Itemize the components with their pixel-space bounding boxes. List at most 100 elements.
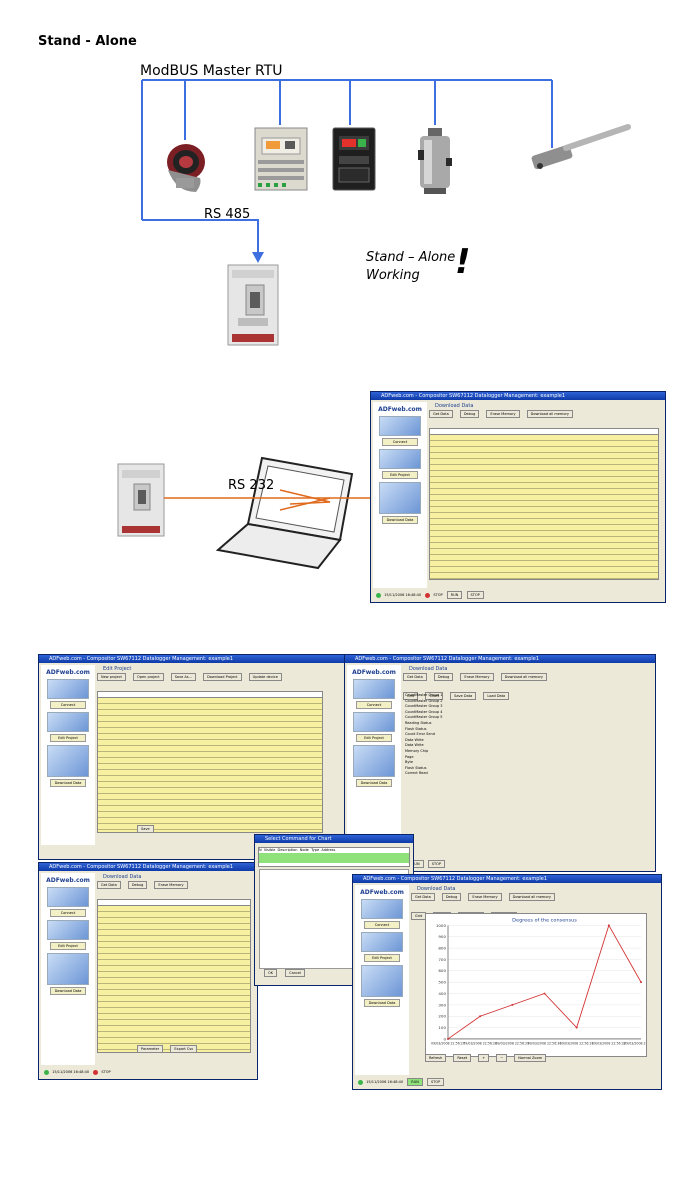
stop-button[interactable]: STOP bbox=[427, 860, 445, 868]
get-data-button[interactable]: Get Data bbox=[97, 881, 121, 889]
debug-item: Flash Status bbox=[405, 765, 427, 770]
debug-button[interactable]: Debug bbox=[459, 410, 480, 418]
main-panel: Edit Project New project Open project Sa… bbox=[97, 665, 343, 845]
edit-project-button[interactable]: Edit Project bbox=[50, 734, 86, 742]
debug-button[interactable]: Debug bbox=[433, 673, 454, 681]
edit-project-window: ADFweb.com - Compositor SW67112 Datalogg… bbox=[38, 654, 346, 860]
main-panel: Download Data Get Data Debug Erase Memor… bbox=[97, 873, 255, 1065]
debug-item: CountMaster Group 4 bbox=[405, 709, 443, 714]
panel-title: Edit Project bbox=[103, 666, 132, 672]
connect-button[interactable]: Connect bbox=[50, 909, 86, 917]
run-led-icon bbox=[44, 1069, 49, 1075]
debug-info-list: CountMaster Group 1 CountMaster Group 2 … bbox=[405, 693, 442, 777]
connect-button[interactable]: Connect bbox=[364, 921, 400, 929]
get-data-button[interactable]: Get Data bbox=[429, 410, 453, 418]
download-data-window: ADFweb.com - Compositor SW67112 Datalogg… bbox=[370, 391, 666, 603]
connect-illustration bbox=[47, 887, 89, 907]
edit-project-button[interactable]: Edit Project bbox=[356, 734, 392, 742]
rs232-diagram bbox=[117, 456, 442, 570]
reset-button[interactable]: Reset bbox=[453, 1054, 472, 1062]
connect-illustration bbox=[361, 899, 403, 919]
normal-zoom-button[interactable]: Normal Zoom bbox=[514, 1054, 547, 1062]
y-tick-label: 300 bbox=[438, 1002, 446, 1007]
exclamation-mark: ! bbox=[455, 242, 471, 282]
erase-memory-button[interactable]: Erase Memory bbox=[468, 893, 502, 901]
table-row[interactable] bbox=[259, 858, 409, 863]
download-data-button[interactable]: Download Data bbox=[364, 999, 400, 1007]
edit-project-button[interactable]: Edit Project bbox=[50, 942, 86, 950]
download-all-checkbox[interactable]: Download all memory bbox=[526, 410, 573, 418]
parameter-button[interactable]: Parameter bbox=[137, 1045, 164, 1053]
download-all-checkbox[interactable]: Download all memory bbox=[508, 893, 555, 901]
chart-title: Degrees of the consensus bbox=[512, 918, 577, 924]
stop-led-icon bbox=[93, 1069, 99, 1075]
status-bar: 15/11/2006 16:48:40 STOP bbox=[41, 1067, 255, 1077]
command-grid[interactable] bbox=[97, 691, 323, 833]
y-tick-label: 400 bbox=[438, 991, 446, 996]
download-data-button[interactable]: Download Data bbox=[50, 779, 86, 787]
connect-illustration bbox=[353, 679, 395, 699]
edit-project-button[interactable]: Edit Project bbox=[382, 471, 418, 479]
command-table[interactable]: N Visible Description Node Type Address bbox=[258, 847, 410, 867]
debug-item: Reading Status bbox=[405, 720, 432, 725]
x-tick-label: 09/03/2008 22:56:32 bbox=[592, 1042, 626, 1046]
grid-button[interactable]: Grid bbox=[403, 692, 419, 700]
download-data-button[interactable]: Download Data bbox=[50, 987, 86, 995]
zoom-in-icon[interactable]: + bbox=[478, 1054, 490, 1062]
connect-button[interactable]: Connect bbox=[50, 701, 86, 709]
edit-project-button[interactable]: Edit Project bbox=[364, 954, 400, 962]
data-point bbox=[511, 1003, 514, 1006]
save-as-button[interactable]: Save As... bbox=[170, 673, 196, 681]
stop-button[interactable]: STOP bbox=[427, 1078, 445, 1086]
connect-button[interactable]: Connect bbox=[356, 701, 392, 709]
panel-title: Download Data bbox=[417, 886, 456, 892]
download-all-checkbox[interactable]: Download all memory bbox=[500, 673, 547, 681]
adfweb-logo: ADFweb.com bbox=[46, 877, 90, 884]
new-project-button[interactable]: New project bbox=[97, 673, 126, 681]
x-tick-label: 09/03/2008 22:56:30 bbox=[528, 1042, 562, 1046]
connect-button[interactable]: Connect bbox=[382, 438, 418, 446]
debug-button[interactable]: Debug bbox=[127, 881, 148, 889]
stand-alone-line1: Stand – Alone bbox=[366, 250, 456, 265]
download-project-button[interactable]: Download Project bbox=[203, 673, 242, 681]
debug-button[interactable]: Debug bbox=[441, 893, 462, 901]
plc-module-device bbox=[254, 127, 308, 191]
update-device-button[interactable]: Update device bbox=[248, 673, 282, 681]
save-button[interactable]: Save bbox=[137, 825, 154, 833]
erase-memory-button[interactable]: Erase Memory bbox=[154, 881, 188, 889]
chart-window: ADFweb.com - Compositor SW67112 Datalogg… bbox=[352, 874, 662, 1090]
cancel-button[interactable]: Cancel bbox=[285, 968, 306, 977]
stop-button[interactable]: STOP bbox=[466, 591, 484, 599]
run-button[interactable]: RUN bbox=[407, 1078, 423, 1086]
zoom-out-icon[interactable]: − bbox=[496, 1054, 508, 1062]
status-date: 15/11/2006 16:48:40 bbox=[52, 1070, 90, 1074]
save-data-button[interactable]: Save Data bbox=[450, 692, 477, 700]
status-date: 15/11/2006 16:48:40 bbox=[366, 1080, 404, 1084]
ok-button[interactable]: OK bbox=[264, 968, 278, 977]
get-data-button[interactable]: Get Data bbox=[403, 673, 427, 681]
chart-button[interactable]: Chart bbox=[425, 692, 444, 700]
status-bar: RUN STOP bbox=[405, 859, 653, 869]
run-button[interactable]: RUN bbox=[446, 591, 463, 599]
load-data-button[interactable]: Load Data bbox=[483, 692, 510, 700]
table-row[interactable] bbox=[259, 853, 409, 858]
refresh-button[interactable]: Refresh bbox=[425, 1054, 447, 1062]
download-illustration bbox=[47, 953, 89, 985]
download-data-button[interactable]: Download Data bbox=[356, 779, 392, 787]
status-bar: 15/11/2006 16:48:40 STOP RUN STOP bbox=[373, 590, 663, 600]
data-grid[interactable] bbox=[97, 899, 251, 1053]
download-data-button[interactable]: Download Data bbox=[382, 516, 418, 524]
get-data-button[interactable]: Get Data bbox=[411, 893, 435, 901]
connect-illustration bbox=[379, 416, 421, 436]
y-tick-label: 200 bbox=[438, 1014, 446, 1019]
section-heading: Stand - Alone bbox=[38, 34, 137, 49]
export-csv-button[interactable]: Export Csv bbox=[170, 1045, 198, 1053]
open-project-button[interactable]: Open project bbox=[133, 673, 164, 681]
side-panel: ADFweb.com Connect Edit Project Download… bbox=[355, 885, 409, 1075]
data-grid[interactable] bbox=[429, 428, 659, 580]
erase-memory-button[interactable]: Erase Memory bbox=[486, 410, 520, 418]
side-panel: ADFweb.com Connect Edit Project Download… bbox=[41, 873, 95, 1065]
erase-memory-button[interactable]: Erase Memory bbox=[460, 673, 494, 681]
y-tick-label: 500 bbox=[438, 980, 446, 985]
